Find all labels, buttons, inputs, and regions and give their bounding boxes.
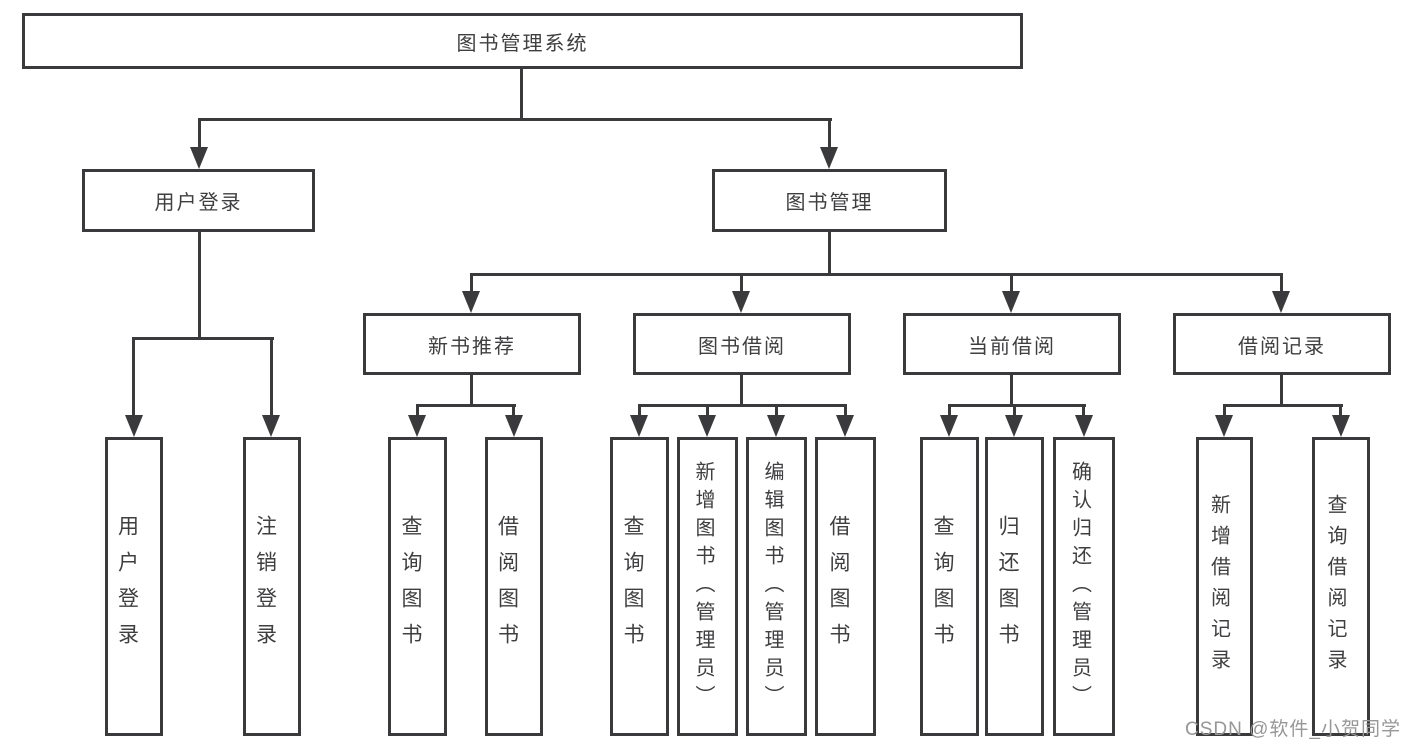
connector bbox=[470, 375, 473, 404]
leaf-search-books-current: 查询图书 bbox=[920, 437, 979, 736]
node-label: 图书管理系统 bbox=[456, 32, 589, 55]
leaf-search-borrow-record: 查询借阅记录 bbox=[1312, 437, 1370, 736]
node-label: 归还图书 bbox=[996, 514, 1019, 659]
leaf-return-books: 归还图书 bbox=[985, 437, 1044, 736]
node-book-management: 图书管理 bbox=[712, 169, 947, 232]
connector bbox=[198, 118, 201, 151]
arrow-down-icon bbox=[1002, 291, 1020, 313]
node-label: 新增图书（管理员） bbox=[692, 460, 714, 713]
node-label: 编辑图书（管理员） bbox=[761, 460, 783, 713]
connector bbox=[1010, 375, 1013, 404]
connector bbox=[132, 337, 274, 340]
connector bbox=[1280, 375, 1283, 404]
leaf-confirm-return-admin: 确认归还（管理员） bbox=[1053, 437, 1115, 736]
connector bbox=[470, 273, 1283, 276]
arrow-down-icon bbox=[505, 415, 523, 437]
connector bbox=[1082, 404, 1085, 418]
connector bbox=[740, 273, 743, 293]
leaf-add-borrow-record: 新增借阅记录 bbox=[1196, 437, 1253, 736]
connector bbox=[1280, 273, 1283, 293]
node-label: 用户登录 bbox=[115, 514, 139, 659]
connector bbox=[416, 404, 516, 407]
node-current-borrowing: 当前借阅 bbox=[903, 313, 1121, 375]
connector bbox=[775, 404, 778, 418]
node-label: 查询图书 bbox=[399, 514, 422, 659]
connector bbox=[844, 404, 847, 418]
arrow-down-icon bbox=[408, 415, 426, 437]
csdn-watermark: CSDN @软件_小贺同学 bbox=[1185, 719, 1401, 740]
arrow-down-icon bbox=[1005, 415, 1023, 437]
leaf-edit-books-admin: 编辑图书（管理员） bbox=[746, 437, 807, 736]
node-book-borrowing: 图书借阅 bbox=[633, 313, 851, 375]
node-new-book-recommendation: 新书推荐 bbox=[363, 313, 581, 375]
leaf-search-books-borrowing: 查询图书 bbox=[610, 437, 669, 736]
node-label: 查询图书 bbox=[931, 514, 954, 659]
node-label: 借阅记录 bbox=[1238, 335, 1326, 358]
arrow-down-icon bbox=[1215, 415, 1233, 437]
leaf-borrow-books-recommend: 借阅图书 bbox=[485, 437, 543, 736]
connector bbox=[1339, 404, 1342, 418]
leaf-add-books-admin: 新增图书（管理员） bbox=[677, 437, 738, 736]
arrow-down-icon bbox=[462, 291, 480, 313]
node-label: 借阅图书 bbox=[495, 514, 519, 659]
node-label: 查询借阅记录 bbox=[1324, 493, 1346, 680]
arrow-down-icon bbox=[698, 415, 716, 437]
arrow-down-icon bbox=[820, 147, 838, 169]
arrow-down-icon bbox=[940, 415, 958, 437]
connector bbox=[740, 375, 743, 404]
connector bbox=[198, 118, 832, 121]
arrow-down-icon bbox=[732, 291, 750, 313]
connector bbox=[1010, 273, 1013, 293]
node-borrowing-records: 借阅记录 bbox=[1173, 313, 1391, 375]
node-label: 当前借阅 bbox=[968, 335, 1056, 358]
connector bbox=[1013, 404, 1016, 418]
arrow-down-icon bbox=[767, 415, 785, 437]
connector bbox=[948, 404, 951, 418]
arrow-down-icon bbox=[125, 415, 143, 437]
connector bbox=[1223, 404, 1343, 407]
node-label: 新增借阅记录 bbox=[1207, 493, 1230, 680]
connector bbox=[270, 337, 273, 419]
node-label: 注销登录 bbox=[253, 514, 277, 659]
node-label: 新书推荐 bbox=[428, 335, 516, 358]
arrow-down-icon bbox=[190, 147, 208, 169]
connector bbox=[512, 404, 515, 418]
connector bbox=[132, 337, 135, 419]
node-label: 图书借阅 bbox=[698, 335, 786, 358]
connector bbox=[198, 232, 201, 337]
leaf-user-login: 用户登录 bbox=[105, 437, 163, 736]
connector bbox=[828, 232, 831, 273]
arrow-down-icon bbox=[1272, 291, 1290, 313]
arrow-down-icon bbox=[836, 415, 854, 437]
arrow-down-icon bbox=[630, 415, 648, 437]
connector bbox=[638, 404, 847, 407]
node-label: 用户登录 bbox=[154, 192, 243, 214]
leaf-borrow-books: 借阅图书 bbox=[815, 437, 876, 736]
arrow-down-icon bbox=[262, 415, 280, 437]
connector bbox=[948, 404, 1086, 407]
connector bbox=[416, 404, 419, 418]
arrow-down-icon bbox=[1332, 415, 1350, 437]
leaf-search-books-recommend: 查询图书 bbox=[388, 437, 447, 736]
arrow-down-icon bbox=[1075, 415, 1093, 437]
node-label: 图书管理 bbox=[785, 192, 874, 214]
connector bbox=[520, 69, 523, 118]
node-label: 借阅图书 bbox=[827, 514, 850, 659]
node-label: 查询图书 bbox=[621, 514, 644, 659]
node-library-management-system: 图书管理系统 bbox=[22, 13, 1023, 69]
connector bbox=[470, 273, 473, 293]
connector bbox=[1223, 404, 1226, 418]
node-user-login: 用户登录 bbox=[82, 169, 315, 232]
leaf-logout: 注销登录 bbox=[243, 437, 301, 736]
connector bbox=[828, 118, 831, 151]
connector bbox=[706, 404, 709, 418]
node-label: 确认归还（管理员） bbox=[1068, 460, 1091, 713]
connector bbox=[638, 404, 641, 418]
